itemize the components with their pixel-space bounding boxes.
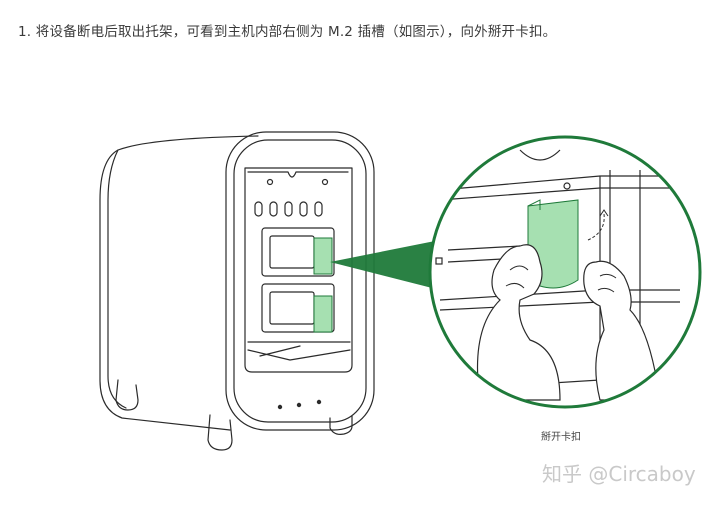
callout-zoom-content	[430, 137, 700, 407]
callout-circle-border	[428, 135, 702, 409]
device-front-bezel	[225, 131, 375, 431]
step-number: 1.	[18, 24, 32, 40]
device-back-shell	[99, 135, 259, 431]
right-hand	[583, 260, 661, 401]
callout-connector	[330, 240, 440, 290]
device-foot-right	[207, 414, 233, 451]
device-bay-opening	[244, 167, 353, 373]
m2-slot-upper	[261, 227, 335, 277]
pull-direction-arrow	[587, 213, 605, 241]
left-hand	[476, 244, 561, 401]
watermark: 知乎 @Circaboy	[542, 462, 696, 486]
m2-clip-lower-highlight	[313, 295, 333, 333]
m2-clip-upper-highlight	[313, 237, 333, 275]
callout-caption: 掰开卡扣	[541, 432, 581, 443]
device-foot-left	[115, 379, 139, 411]
step-text: 将设备断电后取出托架，可看到主机内部右侧为 M.2 插槽（如图示），向外掰开卡扣…	[35, 24, 557, 40]
m2-slot-lower	[261, 283, 335, 333]
instruction-text: 1. 将设备断电后取出托架，可看到主机内部右侧为 M.2 插槽（如图示），向外掰…	[18, 20, 556, 40]
